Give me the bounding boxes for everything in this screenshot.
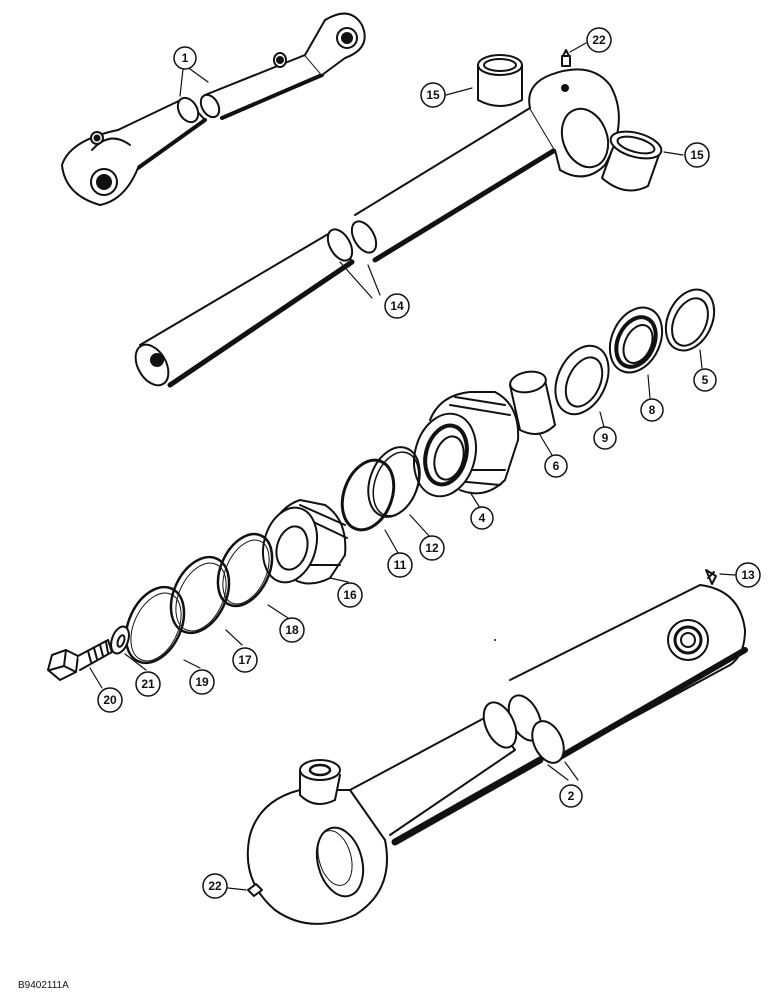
callout-22-top: 22 <box>586 27 612 53</box>
seal-part-8 <box>608 306 664 374</box>
callout-15-right: 15 <box>684 142 710 168</box>
callout-2: 2 <box>559 784 583 808</box>
svg-text:2: 2 <box>568 789 575 803</box>
callout-20: 20 <box>97 687 123 713</box>
callout-6: 6 <box>544 454 568 478</box>
piston-rod-part-14 <box>134 68 620 388</box>
svg-text:11: 11 <box>394 558 407 572</box>
svg-text:17: 17 <box>238 653 252 667</box>
callout-21: 21 <box>135 671 161 697</box>
svg-text:15: 15 <box>426 88 440 102</box>
wiper-seal-part-5 <box>664 288 716 352</box>
callout-16: 16 <box>337 582 363 608</box>
svg-text:19: 19 <box>195 675 209 689</box>
washer-part-21 <box>110 625 130 655</box>
fitting-part-13 <box>705 569 717 585</box>
callout-18: 18 <box>279 617 305 643</box>
callout-11: 11 <box>387 552 413 578</box>
piston-part-16 <box>262 499 348 585</box>
callout-19: 19 <box>189 669 215 695</box>
svg-text:22: 22 <box>208 879 222 893</box>
svg-text:22: 22 <box>592 33 606 47</box>
figure-id-label: B9402111A <box>18 980 69 991</box>
svg-text:20: 20 <box>103 693 117 707</box>
callout-13: 13 <box>735 562 761 588</box>
callout-4: 4 <box>470 506 494 530</box>
bushing-part-15-left <box>477 54 523 107</box>
svg-text:5: 5 <box>702 373 709 387</box>
svg-text:16: 16 <box>343 588 357 602</box>
svg-text:21: 21 <box>141 677 155 691</box>
callout-22-bottom: 22 <box>202 873 228 899</box>
grease-fitting-part-22-bottom <box>247 883 263 897</box>
svg-text:12: 12 <box>425 541 439 555</box>
leader-lines <box>89 42 736 891</box>
svg-text:14: 14 <box>390 299 404 313</box>
callout-9: 9 <box>593 426 617 450</box>
seal-part-9 <box>554 344 610 416</box>
callout-5: 5 <box>693 368 717 392</box>
grease-fitting-part-22-top <box>561 49 571 67</box>
callouts: 1 2 4 5 6 8 9 11 <box>97 27 761 899</box>
seal-ring-part-18 <box>216 532 274 608</box>
assembled-cylinder-thumbnail <box>61 12 366 206</box>
seal-ring-part-17 <box>169 555 231 635</box>
bushing-part-15-right <box>601 130 663 192</box>
svg-text:9: 9 <box>602 431 609 445</box>
o-ring-part-11 <box>340 458 396 532</box>
callout-14: 14 <box>384 293 410 319</box>
svg-text:18: 18 <box>285 623 299 637</box>
bearing-part-6 <box>509 370 556 435</box>
wear-ring-part-19 <box>124 585 186 665</box>
rod-guide-part-4 <box>413 391 520 498</box>
bolt-part-20 <box>47 639 113 681</box>
callout-15-left: 15 <box>420 82 446 108</box>
svg-text:13: 13 <box>741 568 755 582</box>
artifact-dot <box>494 639 496 641</box>
svg-text:15: 15 <box>690 148 704 162</box>
callout-1: 1 <box>173 46 197 70</box>
svg-text:6: 6 <box>553 459 560 473</box>
backup-ring-part-12 <box>367 446 421 518</box>
callout-8: 8 <box>640 398 664 422</box>
svg-text:1: 1 <box>182 51 189 65</box>
callout-12: 12 <box>419 535 445 561</box>
svg-text:4: 4 <box>479 511 486 525</box>
svg-text:8: 8 <box>649 403 656 417</box>
callout-17: 17 <box>232 647 258 673</box>
cylinder-barrel-part-2 <box>246 584 748 925</box>
